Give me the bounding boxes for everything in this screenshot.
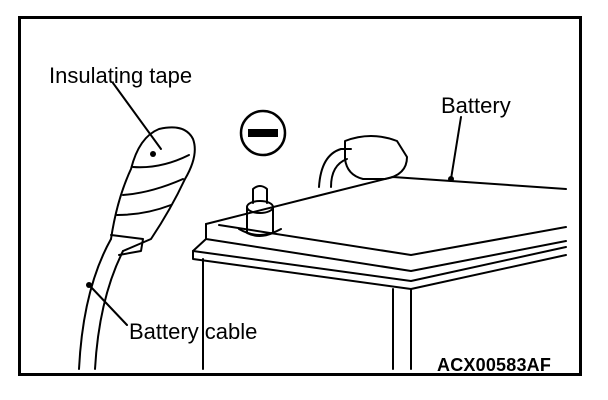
insulating-tape-label: Insulating tape [49,63,193,88]
diagram-frame: Insulating tape Battery Battery cable AC… [18,16,582,376]
leader-dot-battery [448,176,454,182]
battery-cable-label: Battery cable [129,319,258,344]
battery-label: Battery [441,93,511,118]
terminal-cap [318,135,408,188]
leader-dot-cable [86,282,92,288]
battery-cable-illustration [78,82,567,370]
figure-code: ACX00583AF [437,355,552,375]
battery [192,176,567,370]
leader-dot-tape [150,151,156,157]
leader-line-tape [112,82,162,150]
negative-terminal-icon [239,109,287,157]
negative-terminal-post [238,185,282,237]
battery-cable [78,238,124,370]
insulating-tape [110,126,196,256]
leader-line-battery [450,116,462,180]
leader-line-cable [90,286,128,326]
